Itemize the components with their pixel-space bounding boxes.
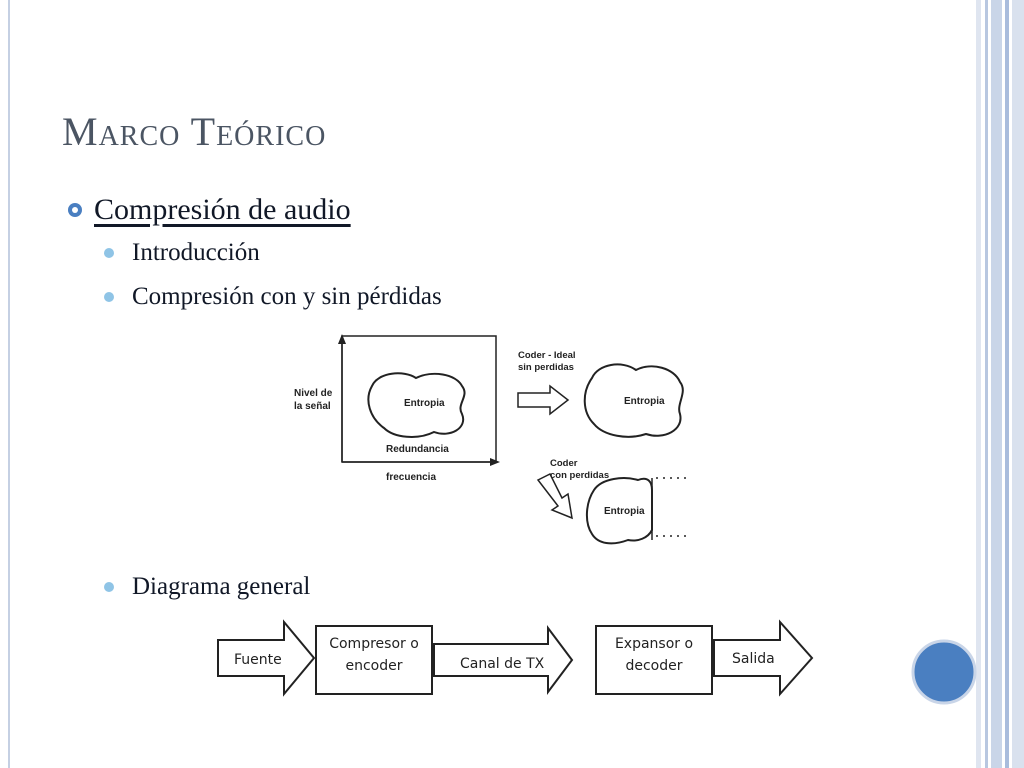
lossy-coder-label-2: con perdidas [550, 470, 609, 481]
decoder-label-1: Expansor o [615, 636, 693, 652]
sub-bullet-dot-icon [104, 292, 114, 302]
y-axis-arrowhead [338, 334, 346, 344]
sub-bullet-dot-icon [104, 582, 114, 592]
right-border-stripes [976, 0, 1024, 768]
entropy-label: Entropia [404, 398, 445, 409]
decoder-box [595, 625, 713, 695]
sub-bullet-dot-icon [104, 248, 114, 258]
ideal-coder-arrow [517, 384, 570, 416]
flow-diagram: Fuente Compresor o encoder Canal de TX E… [217, 619, 814, 697]
sub-item-diagrama: Diagrama general [104, 572, 310, 602]
ideal-coder-label-1: Coder - Ideal [518, 350, 576, 361]
encoder-box [315, 625, 433, 695]
encoder-label-2: encoder [345, 658, 402, 674]
output-arrow [713, 619, 814, 697]
entropy-diagram: Nivel de la señal frecuencia Entropia Re… [294, 334, 688, 545]
left-border-rule [8, 0, 10, 768]
source-arrow [217, 619, 316, 697]
sub-item-introduccion: Introducción [104, 238, 260, 268]
main-bullet-text: Compresión de audio [94, 193, 351, 226]
ring-bullet-icon [68, 203, 82, 217]
channel-arrow [433, 625, 574, 695]
main-bullet: Compresión de audio [66, 192, 351, 228]
y-axis-label-2: la señal [294, 401, 331, 412]
decoder-label-2: decoder [625, 658, 682, 674]
sub-item-compresion: Compresión con y sin pérdidas [104, 282, 442, 312]
channel-label: Canal de TX [460, 656, 545, 672]
entropy-ideal-label: Entropia [624, 396, 665, 407]
x-axis-label: frecuencia [386, 472, 436, 483]
blue-circle-icon [911, 639, 977, 705]
entropy-ideal-blob [583, 363, 684, 438]
encoder-label-1: Compresor o [329, 636, 419, 652]
sub-item-text: Compresión con y sin pérdidas [132, 283, 442, 310]
lossy-coder-arrow [536, 472, 573, 520]
sub-item-text: Diagrama general [132, 573, 311, 600]
lossy-coder-label-1: Coder [550, 458, 578, 469]
x-axis-arrowhead [490, 458, 500, 466]
output-label: Salida [732, 651, 775, 667]
sub-item-text: Introducción [132, 239, 260, 266]
redundancy-label: Redundancia [386, 444, 449, 455]
y-axis-label-1: Nivel de [294, 388, 333, 399]
entropy-lossy-blob [586, 477, 653, 545]
entropy-lossy-label: Entropia [604, 506, 645, 517]
source-label: Fuente [234, 652, 282, 668]
ideal-coder-label-2: sin perdidas [518, 362, 574, 373]
slide-title: Marco Teórico [62, 109, 327, 154]
entropy-blob [367, 372, 466, 438]
